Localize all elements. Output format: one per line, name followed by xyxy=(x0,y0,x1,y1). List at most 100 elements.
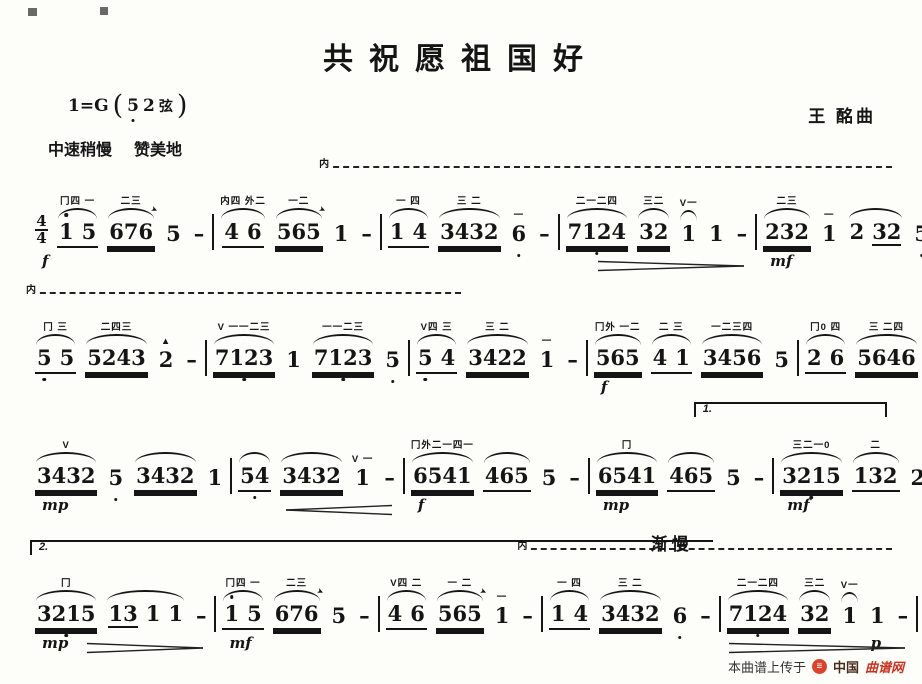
note: 3215 xyxy=(37,602,95,637)
crescendo-hairpin-icon xyxy=(285,504,392,516)
note-group: 465 xyxy=(482,452,531,492)
note: 7123 xyxy=(314,346,372,381)
barline xyxy=(585,340,588,376)
fingering-annotation: 冂 xyxy=(621,440,633,451)
note-group: 二三676 xyxy=(107,196,156,248)
note-run: 1 xyxy=(707,222,726,248)
note: 1 xyxy=(842,603,858,628)
note-group: V一 1 xyxy=(840,580,859,630)
note: 4 xyxy=(387,601,403,626)
expression-marking: 赞美地 xyxy=(134,142,183,159)
note: 1 xyxy=(681,221,696,246)
note: 5243 xyxy=(87,345,146,370)
note-run: 1 xyxy=(679,222,698,248)
decrescendo-hairpin-icon xyxy=(729,642,906,654)
slur-arc-icon xyxy=(852,452,899,463)
barline xyxy=(718,596,721,632)
slur-arc-icon xyxy=(596,452,658,463)
note: 565 xyxy=(276,219,321,244)
slur-arc-icon xyxy=(638,208,670,219)
barline xyxy=(204,340,207,376)
note-group: ▲2 xyxy=(157,336,176,374)
note-run: 5 xyxy=(772,348,791,374)
slur-arc-icon xyxy=(856,334,917,345)
string-indicator-label: 内 xyxy=(319,155,332,170)
note: 3422 xyxy=(468,345,527,370)
fingering-annotation: V一 xyxy=(840,580,859,591)
note: 5 xyxy=(541,465,557,490)
note-run: – xyxy=(520,604,535,630)
ending-bracket: 1. xyxy=(693,402,888,417)
slur-arc-icon xyxy=(36,452,97,463)
note-group: – xyxy=(357,604,372,630)
decrescendo-hairpin-icon xyxy=(598,260,745,272)
octave-dot-below-icon xyxy=(253,495,257,499)
note: 3432 xyxy=(440,219,499,244)
note: 5 xyxy=(108,466,123,501)
note-run: – xyxy=(565,348,580,374)
note: 2 xyxy=(849,219,865,244)
note-group: 5 xyxy=(540,466,559,492)
slur-arc-icon xyxy=(483,452,530,463)
octave-dot-above-icon xyxy=(230,595,234,599)
octave-dot-below-icon xyxy=(919,253,922,257)
ending-bracket: 2. xyxy=(30,540,713,555)
dynamic-marking: mp xyxy=(602,496,630,514)
note: 4 xyxy=(224,219,240,244)
note-run: 6541 xyxy=(411,464,474,492)
slur-arc-icon xyxy=(386,590,426,601)
note: – xyxy=(569,465,580,490)
site-name-red: 曲谱网 xyxy=(864,660,904,675)
barline xyxy=(212,214,215,250)
octave-dot-below-icon xyxy=(242,377,246,381)
note: 6 xyxy=(829,345,845,370)
note: 1 xyxy=(389,219,405,244)
octave-dot-below-icon xyxy=(756,633,760,637)
note-group: 5 xyxy=(724,466,743,492)
slur-arc-icon xyxy=(848,208,903,219)
ending-number: 1. xyxy=(702,403,712,415)
fingering-annotation: 一 xyxy=(541,336,553,347)
slur-arc-icon xyxy=(86,334,147,345)
slur-arc-icon xyxy=(799,590,831,601)
barline xyxy=(557,214,560,250)
note: 1 xyxy=(224,595,239,626)
note: – xyxy=(736,221,748,246)
note-run: 2 xyxy=(157,348,176,374)
note-run: 5 xyxy=(330,604,349,630)
note: 1 xyxy=(539,347,555,372)
slur-arc-icon xyxy=(312,334,374,345)
slur-arc-icon xyxy=(213,334,275,345)
note-run: 3432 xyxy=(35,464,98,492)
fingering-annotation: V四 三 xyxy=(420,322,453,333)
note: 32 xyxy=(800,601,830,626)
note-run: – xyxy=(194,604,209,630)
note: 5 xyxy=(247,601,262,626)
fingering-annotation: 三二 xyxy=(643,196,665,207)
note-run: 3422 xyxy=(466,345,529,374)
octave-dot-below-icon xyxy=(64,633,68,637)
note-run: 54 xyxy=(238,464,272,499)
time-signature-line xyxy=(35,229,48,231)
octave-dot-below-icon xyxy=(678,635,682,639)
note-group: 5 xyxy=(383,348,402,383)
